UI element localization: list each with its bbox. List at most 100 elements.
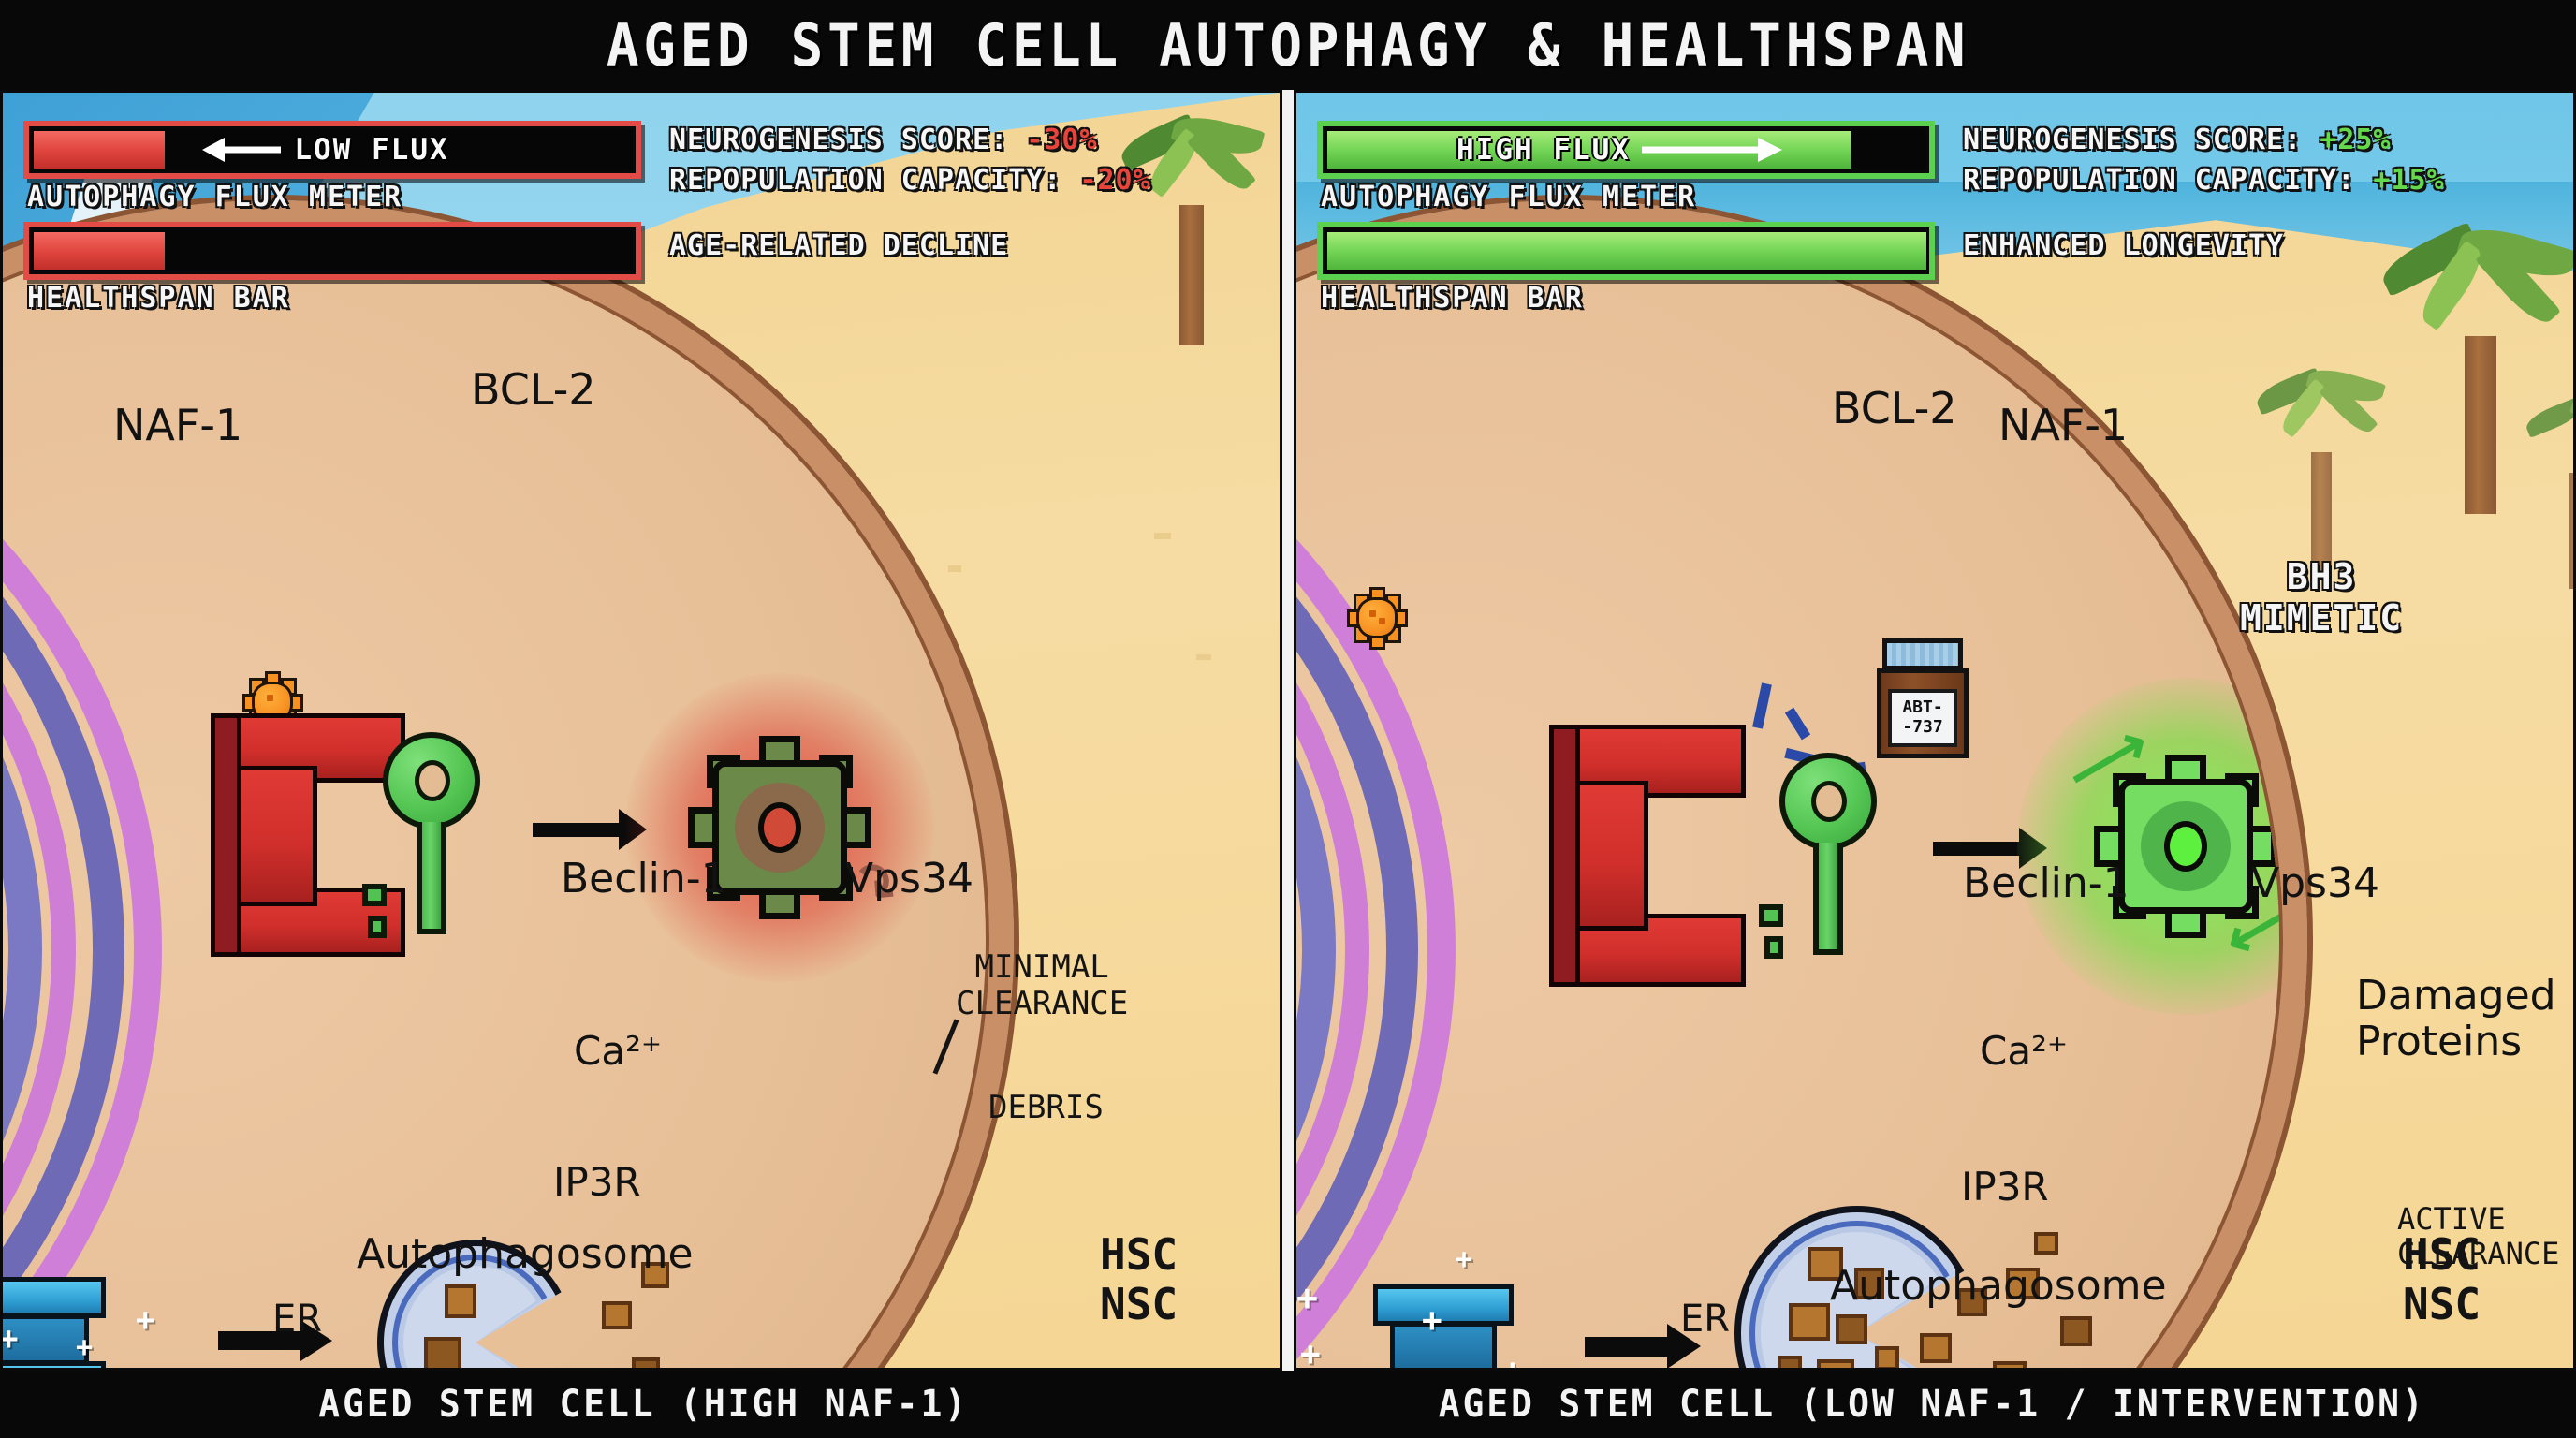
vps34-gear-active: ⟶ ⟶ [2017, 678, 2279, 1015]
abt-737-bottle: ABT- -737 [1877, 638, 1970, 760]
flux-fill [34, 131, 165, 169]
debris-particle [424, 1337, 461, 1368]
sand-speck [1196, 654, 1211, 660]
calcium-ion: + [1300, 1335, 1321, 1371]
palm-tree [1107, 110, 1276, 345]
label-er: ER [272, 1298, 323, 1341]
flux-meter-readout: HIGH FLUX [1323, 126, 1916, 173]
panel-divider [1282, 90, 1294, 1371]
bottle-cap [1882, 638, 1963, 670]
debris-particle [1854, 1268, 1884, 1299]
sand-speck [948, 565, 961, 572]
caption-left-text: AGED STEM CELL (HIGH NAF-1) [318, 1383, 970, 1426]
palm-tree [2523, 392, 2573, 589]
calcium-ion: + [117, 1363, 135, 1368]
flux-meter-caption: AUTOPHAGY FLUX METER [27, 181, 403, 213]
flux-meter-row: LOW FLUX AUTOPHAGY FLUX METER NEUROGENES… [23, 115, 1268, 213]
healthspan-bar-row: HEALTHSPAN BAR AGE-RELATED DECLINE [23, 216, 1268, 315]
score-neurogenesis-value: -30% [1026, 124, 1098, 156]
healthspan-bar[interactable] [1317, 222, 1935, 280]
score-neurogenesis-label: NEUROGENESIS SCORE: [1963, 124, 2303, 156]
calcium-ion: + [76, 1331, 94, 1364]
debris-particle [1993, 1361, 2027, 1368]
score-repopulation-value: +15% [2373, 163, 2445, 197]
bcl2-clamp [211, 713, 407, 957]
flux-state-label: LOW FLUX [294, 133, 449, 167]
debris-particle [632, 1357, 660, 1368]
healthspan-bar-caption: HEALTHSPAN BAR [27, 282, 290, 315]
score-repopulation: REPOPULATION CAPACITY: +15% [1963, 161, 2445, 201]
calcium-ion: + [1422, 1301, 1442, 1340]
flux-meter-caption: AUTOPHAGY FLUX METER [1321, 181, 1697, 213]
label-bcl2: BCL-2 [1832, 383, 1957, 433]
label-calcium: Ca²⁺ [1980, 1028, 2069, 1074]
score-neurogenesis: NEUROGENESIS SCORE: +25% [1963, 121, 2445, 161]
score-repopulation: REPOPULATION CAPACITY: -20% [669, 161, 1151, 201]
debris-particle [445, 1284, 476, 1318]
caption-right: AGED STEM CELL (LOW NAF-1 / INTERVENTION… [1288, 1371, 2576, 1438]
label-debris: DEBRIS [988, 1089, 1104, 1126]
calcium-ion: + [1502, 1352, 1523, 1368]
label-bcl2: BCL-2 [471, 364, 596, 415]
gear-icon [688, 736, 871, 919]
label-calcium: Ca²⁺ [574, 1028, 663, 1074]
label-vps34: Vps34 [2251, 859, 2379, 907]
sand-speck [1154, 533, 1171, 539]
score-neurogenesis-label: NEUROGENESIS SCORE: [669, 124, 1009, 156]
calcium-ion: + [1456, 1243, 1473, 1276]
label-ip3r: IP3R [1961, 1164, 2049, 1210]
flow-arrow-to-autophagosome [1585, 1322, 1706, 1368]
score-repopulation-value: -20% [1079, 163, 1151, 197]
autophagosome-vesicle [377, 1240, 574, 1368]
debris-particle [1836, 1314, 1867, 1344]
label-active-clearance: ACTIVE CLEARANCE [2397, 1201, 2560, 1272]
label-minimal-clearance: MINIMAL CLEARANCE [956, 948, 1129, 1023]
calcium-ion: + [0, 1320, 19, 1357]
title-bar: AGED STEM CELL AUTOPHAGY & HEALTHSPAN [0, 0, 2576, 90]
ip3r-channel [1373, 1284, 1514, 1368]
healthspan-side-label: AGE-RELATED DECLINE [669, 229, 1009, 262]
debris-particle [641, 1262, 669, 1288]
debris-particle [602, 1301, 632, 1329]
label-autophagosome: Autophagosome [1830, 1262, 2167, 1310]
gear-icon [2094, 755, 2277, 938]
debris-particle [1817, 1359, 1854, 1368]
debris-particle [1957, 1288, 1987, 1316]
caption-right-text: AGED STEM CELL (LOW NAF-1 / INTERVENTION… [1438, 1383, 2426, 1426]
flux-meter-row: HIGH FLUX AUTOPHAGY FLUX METER NEUROGENE… [1317, 115, 2562, 213]
autophagy-flux-meter[interactable]: LOW FLUX [23, 121, 641, 179]
healthspan-bar[interactable] [23, 222, 641, 280]
flux-state-label: HIGH FLUX [1456, 133, 1631, 167]
debris-particle [1808, 1247, 1843, 1281]
score-repopulation-label: REPOPULATION CAPACITY: [1963, 163, 2356, 197]
label-naf1: NAF-1 [113, 400, 243, 450]
label-autophagosome: Autophagosome [357, 1230, 694, 1278]
calcium-ion: + [1296, 1277, 1318, 1318]
healthspan-bar-row: HEALTHSPAN BAR ENHANCED LONGEVITY [1317, 216, 2562, 315]
healthspan-fill [34, 232, 165, 270]
hud-left: LOW FLUX AUTOPHAGY FLUX METER NEUROGENES… [23, 115, 1268, 315]
bond-break-spark [1784, 707, 1811, 741]
caption-left: AGED STEM CELL (HIGH NAF-1) [0, 1371, 1288, 1438]
score-neurogenesis: NEUROGENESIS SCORE: -30% [669, 121, 1151, 161]
score-readouts: NEUROGENESIS SCORE: -30% REPOPULATION CA… [669, 121, 1151, 200]
arrow-left-icon [202, 138, 283, 162]
autophagy-flux-meter[interactable]: HIGH FLUX [1317, 121, 1935, 179]
debris-particle [1789, 1303, 1830, 1341]
debris-particle [1920, 1333, 1952, 1363]
label-beclin1: Beclin-1 [561, 855, 727, 902]
arrow-right-icon [1641, 138, 1782, 162]
label-vps34: Vps34 [845, 855, 973, 902]
bcl2-clamp-released [1549, 725, 1746, 987]
palm-tree [2373, 219, 2573, 514]
flux-meter-readout: LOW FLUX [29, 126, 622, 173]
panel-low-naf1-intervention: ABT- -737 [1294, 90, 2576, 1371]
label-cell-types: HSC NSC [2403, 1229, 2481, 1329]
healthspan-side-label: ENHANCED LONGEVITY [1963, 229, 2285, 262]
score-neurogenesis-value: +25% [2320, 124, 2392, 156]
calcium-ion: + [136, 1301, 155, 1339]
label-damaged-proteins: Damaged Proteins [2356, 972, 2556, 1066]
bottle-label: ABT- -737 [1888, 689, 1957, 747]
label-ip3r: IP3R [553, 1159, 641, 1205]
